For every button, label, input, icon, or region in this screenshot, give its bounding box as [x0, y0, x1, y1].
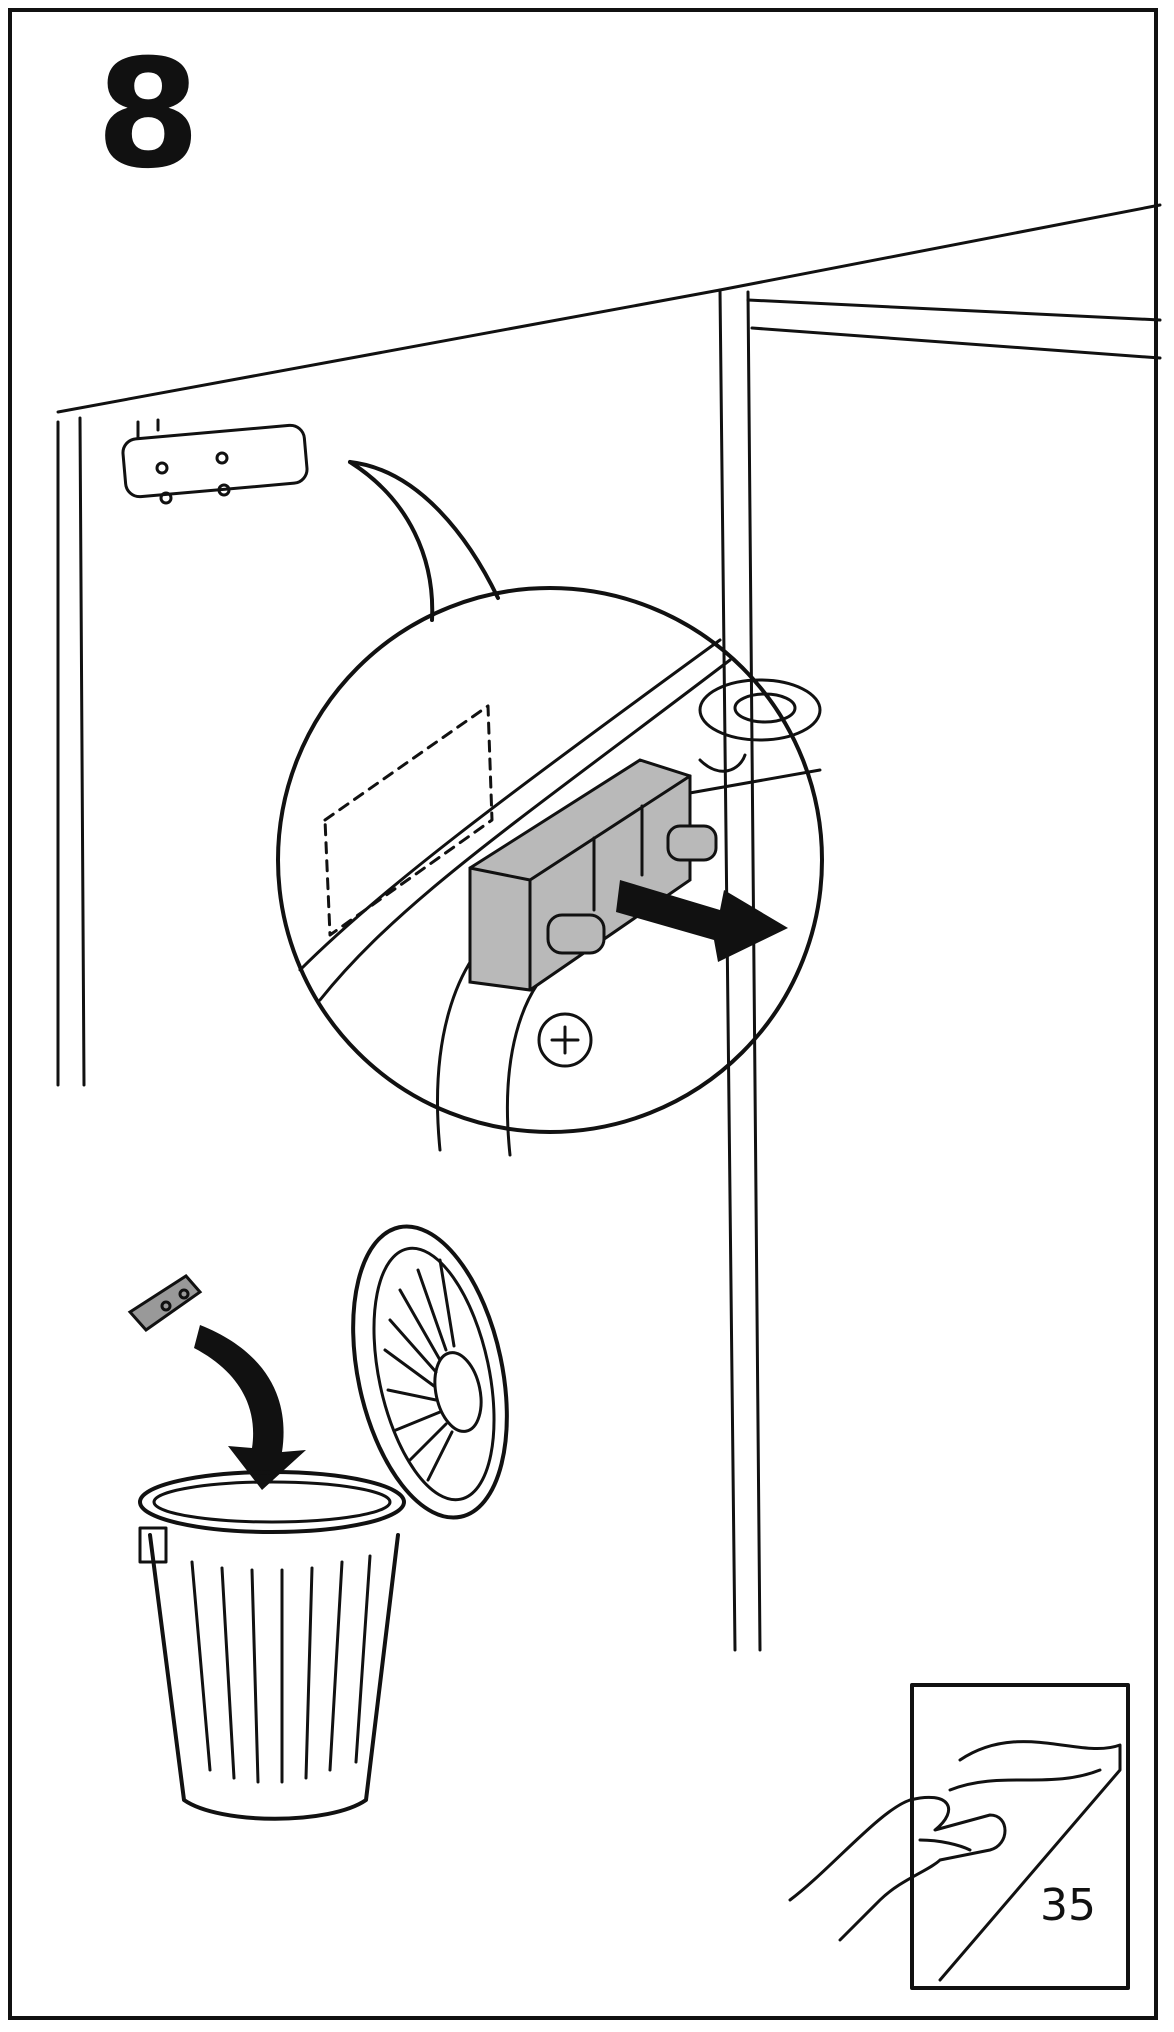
- damper-part-icon: [468, 758, 718, 992]
- door-damper-icon: [121, 418, 309, 505]
- step-number: 8: [96, 28, 201, 202]
- waste-bin-icon: [138, 1224, 509, 1821]
- page-turn-icon: [788, 1683, 1130, 1990]
- discard-part-icon: [127, 1274, 203, 1332]
- push-arrow-icon: [616, 880, 788, 962]
- cabinet-illustration: [56, 203, 1162, 1652]
- discard-arrow-icon: [194, 1325, 306, 1490]
- magnifier-callout: [276, 460, 824, 1157]
- page-number: 35: [1040, 1880, 1096, 1931]
